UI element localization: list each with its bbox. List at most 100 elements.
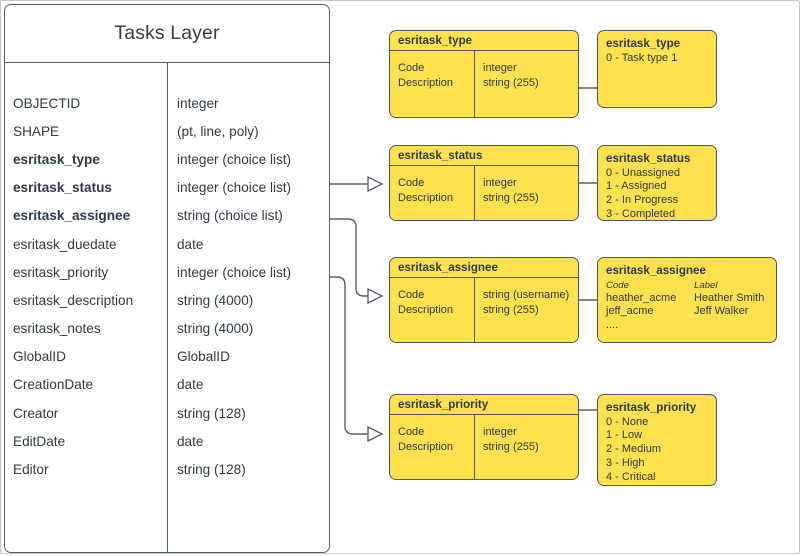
field-type: string (4000) (177, 292, 254, 308)
domain-field-name: Description (398, 192, 454, 205)
domain-field-type: string (255) (483, 441, 539, 454)
domain-table-title: esritask_type (390, 31, 578, 51)
column-divider (167, 63, 169, 552)
field-type: date (177, 236, 204, 252)
field-row: esritask_type integer (choice list) (5, 145, 329, 173)
code-column-header: Code (606, 279, 629, 291)
domain-field-row: Description string (255) (390, 191, 578, 207)
field-row: SHAPE (pt, line, poly) (5, 117, 329, 145)
field-type: integer (choice list) (177, 151, 292, 167)
field-name: Creator (13, 405, 59, 421)
column-divider (474, 278, 476, 342)
field-name: esritask_status (13, 180, 112, 196)
domain-field-name: Code (398, 425, 425, 438)
coded-values-list: 0 - Task type 1 (606, 52, 708, 66)
domain-table-title: esritask_priority (390, 395, 578, 415)
domain-field-name: Code (398, 61, 425, 74)
coded-values-title: esritask_assignee (606, 264, 706, 277)
domain-field-type: integer (483, 176, 517, 189)
coded-value-code: heather_acme (606, 291, 677, 304)
domain-table-title: esritask_assignee (390, 258, 578, 278)
field-name: OBJECTID (13, 95, 81, 111)
domain-field-row: Code integer (390, 175, 578, 191)
coded-value-row: 1 - Assigned (606, 180, 667, 193)
domain-field-type: integer (483, 61, 517, 74)
coded-values-esritask-type[interactable]: esritask_type 0 - Task type 1 (597, 30, 717, 108)
field-type: string (128) (177, 405, 246, 421)
field-type: GlobalID (177, 349, 230, 365)
coded-value-row: 0 - Task type 1 (606, 51, 678, 64)
column-divider (474, 166, 476, 220)
field-row: esritask_priority integer (choice list) (5, 258, 329, 286)
field-name: Editor (13, 462, 49, 478)
coded-values-title: esritask_status (606, 152, 691, 165)
domain-field-type: string (255) (483, 77, 539, 90)
field-type: date (177, 433, 204, 449)
field-row: Creator string (128) (5, 399, 329, 427)
coded-value-row: 0 - None (606, 415, 649, 428)
field-type: (pt, line, poly) (177, 123, 259, 139)
domain-field-name: Code (398, 288, 425, 301)
field-name: esritask_type (13, 151, 100, 167)
coded-value-code: jeff_acme (606, 305, 654, 318)
field-row: EditDate date (5, 427, 329, 455)
coded-values-header-row: Code Label (606, 279, 768, 292)
field-row: esritask_status integer (choice list) (5, 174, 329, 202)
column-divider (474, 51, 476, 117)
coded-value-row: jeff_acme Jeff Walker (606, 305, 768, 319)
coded-value-row: 3 - Completed (606, 207, 676, 220)
tasks-layer-header: Tasks Layer (5, 5, 329, 63)
field-type: date (177, 377, 204, 393)
domain-field-name: Description (398, 304, 454, 317)
field-row: esritask_description string (4000) (5, 286, 329, 314)
domain-field-row: Code string (username) (390, 287, 578, 303)
coded-values-title: esritask_priority (606, 401, 697, 414)
coded-value-row: 1 - Low (606, 429, 643, 442)
field-name: SHAPE (13, 123, 60, 139)
field-name: esritask_duedate (13, 236, 117, 252)
field-type: integer (choice list) (177, 180, 292, 196)
field-name: esritask_priority (13, 264, 109, 280)
domain-field-type: string (255) (483, 192, 539, 205)
field-name: GlobalID (13, 349, 66, 365)
field-name: esritask_description (13, 292, 134, 308)
domain-table-title: esritask_status (390, 146, 578, 166)
field-row: CreationDate date (5, 371, 329, 399)
field-name: esritask_assignee (13, 208, 131, 224)
coded-value-row: 2 - Medium (606, 443, 662, 456)
field-type: string (4000) (177, 321, 254, 337)
field-type: integer (choice list) (177, 264, 292, 280)
field-row: GlobalID GlobalID (5, 343, 329, 371)
coded-value-row: 3 - High (606, 456, 645, 469)
coded-value-label: Jeff Walker (694, 305, 749, 318)
label-column-header: Label (694, 279, 718, 291)
domain-field-type: string (username) (483, 288, 570, 301)
domain-field-name: Code (398, 176, 425, 189)
field-name: CreationDate (13, 377, 94, 393)
domain-field-row: Code integer (390, 60, 578, 76)
coded-values-esritask-assignee[interactable]: esritask_assignee Code Label heather_acm… (597, 257, 777, 343)
field-name: EditDate (13, 433, 66, 449)
